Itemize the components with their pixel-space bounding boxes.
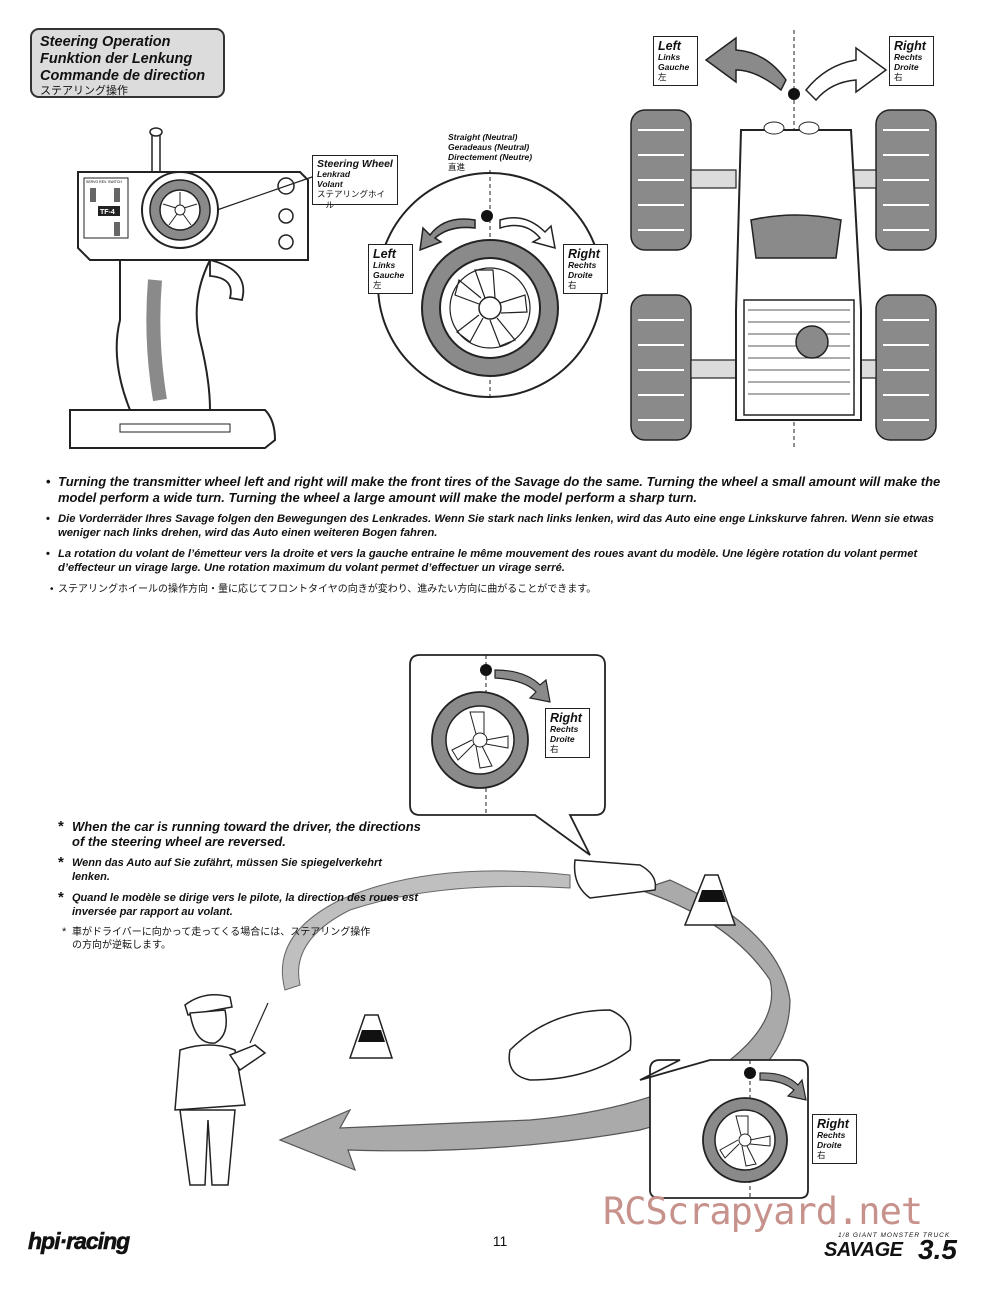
- right-de: Rechts: [817, 1130, 846, 1140]
- left-en: Left: [658, 39, 681, 53]
- note-de-text: Wenn das Auto auf Sie zufährt, müssen Si…: [72, 857, 382, 883]
- left-en: Left: [373, 247, 396, 261]
- bullet-fr-text: La rotation du volant de l’émetteur vers…: [58, 548, 918, 574]
- right-fr: Droite: [817, 1139, 842, 1150]
- left-fr: Gauche: [373, 269, 405, 280]
- note-jp: *車がドライバーに向かって走ってくる場合には、ステアリング操作の方向が逆転します…: [62, 926, 371, 951]
- right-fr: Droite: [894, 61, 919, 72]
- title-en: Steering Operation: [40, 34, 171, 50]
- right-en: Right: [817, 1117, 849, 1131]
- product-version: 3.5: [918, 1234, 957, 1265]
- note-jp-text: 車がドライバーに向かって走ってくる場合には、ステアリング操作の方向が逆転します。: [72, 927, 371, 951]
- transmitter-model: TF-4: [100, 209, 115, 216]
- steering-wheel-fr: Volant: [317, 178, 343, 189]
- car-icon: [508, 1009, 632, 1081]
- right-arrow-icon: [499, 217, 556, 250]
- bullet-jp: •ステアリングホイールの操作方向・量に応じてフロントタイヤの向きが変わり、進みた…: [50, 584, 597, 595]
- right-en: Right: [550, 711, 582, 725]
- right-fr: Droite: [568, 269, 593, 280]
- bullet-en-text: Turning the transmitter wheel left and r…: [58, 474, 941, 505]
- bullet-de: •Die Vorderräder Ihres Savage folgen den…: [46, 513, 935, 539]
- page-number: 11: [492, 1233, 508, 1249]
- tire-icon: [630, 294, 692, 441]
- left-de: Links: [658, 52, 681, 62]
- bubble2-right-label: Right Rechts Droite 右: [812, 1114, 857, 1164]
- bullet-en: •Turning the transmitter wheel left and …: [46, 474, 941, 505]
- truck-left-label: Left Links Gauche 左: [653, 36, 698, 86]
- neutral-de: Geradeaus (Neutral): [448, 142, 530, 152]
- right-jp: 右: [568, 280, 577, 290]
- truck-left-arrow-icon: [704, 36, 787, 92]
- truck-right-arrow-icon: [804, 46, 888, 102]
- right-de: Rechts: [568, 260, 597, 270]
- right-en: Right: [894, 39, 926, 53]
- note-en: *When the car is running toward the driv…: [58, 818, 421, 849]
- neutral-fr: Directement (Neutre): [448, 152, 533, 162]
- wheel-left-label: Left Links Gauche 左: [368, 244, 413, 294]
- right-de: Rechts: [550, 724, 579, 734]
- right-en: Right: [568, 247, 600, 261]
- right-jp: 右: [550, 744, 559, 754]
- neutral-jp: 直進: [448, 162, 466, 172]
- right-jp: 右: [894, 72, 903, 82]
- bubble-right-label: Right Rechts Droite 右: [545, 708, 590, 758]
- steering-wheel-label: Steering Wheel Lenkrad Volant ステアリングホイール: [312, 155, 398, 210]
- neutral-dot: [481, 210, 493, 222]
- truck-right-label: Right Rechts Droite 右: [889, 36, 934, 86]
- product-tagline: 1/8 GIANT MONSTER TRUCK: [838, 1232, 951, 1239]
- left-jp: 左: [373, 280, 382, 290]
- savage-logo: 1/8 GIANT MONSTER TRUCK SAVAGE 3.5: [820, 1232, 970, 1266]
- note-de: *Wenn das Auto auf Sie zufährt, müssen S…: [58, 854, 382, 883]
- left-arrow-icon: [419, 218, 476, 252]
- wheel-turn-diagram: [377, 170, 603, 400]
- neutral-label: Straight (Neutral) Geradeaus (Neutral) D…: [448, 132, 568, 172]
- left-fr: Gauche: [658, 61, 690, 72]
- right-jp: 右: [817, 1150, 826, 1160]
- right-de: Rechts: [894, 52, 923, 62]
- left-jp: 左: [658, 72, 667, 82]
- product-name: SAVAGE: [824, 1239, 903, 1261]
- wheel-right-label: Right Rechts Droite 右: [563, 244, 608, 294]
- note-fr-text: Quand le modèle se dirige vers le pilote…: [72, 892, 419, 918]
- steering-wheel-en: Steering Wheel: [317, 158, 393, 170]
- reverse-steering-scene: [278, 654, 809, 1199]
- hpi-racing-logo: hpi·racing: [28, 1228, 131, 1255]
- title-jp: ステアリング操作: [40, 85, 128, 97]
- neutral-en: Straight (Neutral): [448, 132, 518, 142]
- right-fr: Droite: [550, 733, 575, 744]
- tire-icon: [875, 294, 937, 441]
- left-de: Links: [373, 260, 396, 270]
- driver-figure: [174, 994, 269, 1186]
- watermark: RCScrapyard.net: [603, 1190, 923, 1233]
- bullet-de-text: Die Vorderräder Ihres Savage folgen den …: [58, 513, 935, 539]
- title-de: Funktion der Lenkung: [40, 51, 193, 67]
- note-fr: *Quand le modèle se dirige vers le pilot…: [58, 889, 419, 918]
- bullet-jp-text: ステアリングホイールの操作方向・量に応じてフロントタイヤの向きが変わり、進みたい…: [58, 584, 597, 595]
- section-title-box: Steering Operation Funktion der Lenkung …: [30, 28, 225, 98]
- bullet-fr: •La rotation du volant de l’émetteur ver…: [46, 548, 918, 574]
- note-en-text: When the car is running toward the drive…: [72, 819, 421, 849]
- steering-wheel-de: Lenkrad: [317, 169, 351, 179]
- truck-top-view: [630, 30, 937, 450]
- steering-wheel-jp: ステアリングホイール: [317, 189, 386, 210]
- switch-label: SERVO REV. SWITCH: [86, 180, 122, 184]
- callout-line: [216, 176, 313, 211]
- title-fr: Commande de direction: [40, 68, 206, 84]
- car-icon: [573, 859, 657, 899]
- transmitter-illustration: SERVO REV. SWITCH TF-4 FWD REV: [69, 127, 309, 449]
